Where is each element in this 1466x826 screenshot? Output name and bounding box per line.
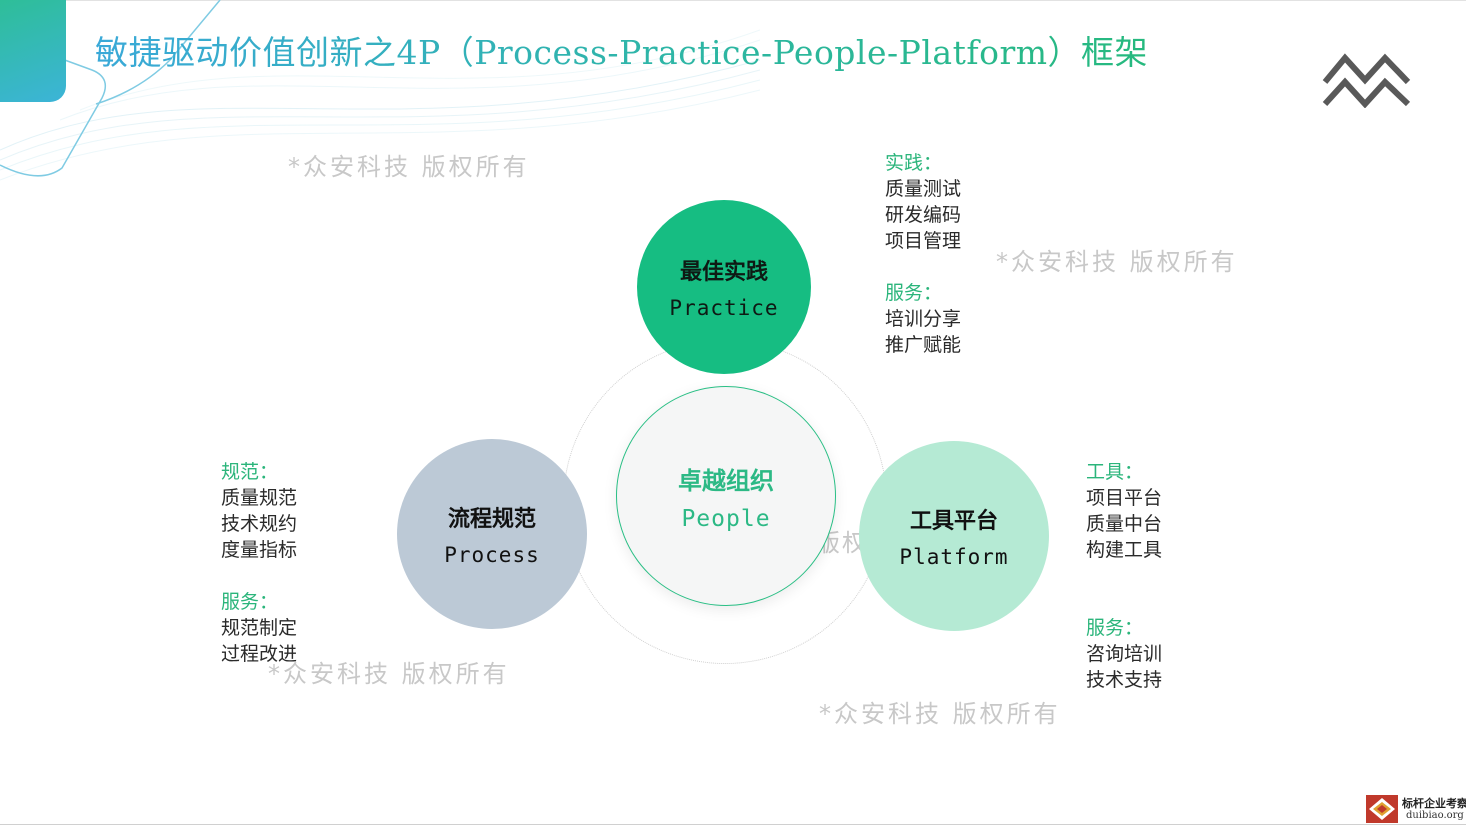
page-title: 敏捷驱动价值创新之4P（Process-Practice-People-Plat… [95, 26, 1148, 74]
platform-notes: 工具： 项目平台 质量中台 构建工具 服务： 咨询培训 技术支持 [1086, 459, 1162, 693]
platform-circle: 工具平台 Platform [859, 441, 1049, 631]
process-service-item: 规范制定 [221, 617, 298, 639]
process-service-item: 过程改进 [221, 643, 298, 665]
mountain-logo-icon [1322, 53, 1411, 108]
people-name-en: People [681, 505, 771, 532]
platform-service-item: 技术支持 [1086, 669, 1163, 691]
practice-service-item: 培训分享 [885, 308, 962, 330]
decorative-wave-lines [0, 0, 760, 181]
footer-logo[interactable]: 标杆企业考察 duibiao.org [1366, 793, 1466, 825]
watermark: *众安科技 版权所有 [288, 153, 530, 181]
practice-circle: 最佳实践 Practice [637, 200, 811, 374]
platform-notes-item: 质量中台 [1086, 513, 1163, 535]
process-notes-item: 技术规约 [221, 513, 298, 535]
watermark: *众安科技 版权所有 [268, 660, 510, 688]
process-name-en: Process [444, 543, 540, 567]
platform-name-en: Platform [899, 545, 1009, 569]
people-name-cn: 卓越组织 [678, 465, 774, 495]
process-notes-heading: 规范： [221, 461, 279, 483]
bottom-border-line [0, 824, 1466, 825]
people-circle: 卓越组织 People [616, 386, 836, 606]
footer-logo-url: duibiao.org [1406, 810, 1464, 821]
top-border-line [0, 0, 1466, 1]
process-circle: 流程规范 Process [397, 439, 587, 629]
platform-notes-item: 项目平台 [1086, 487, 1163, 509]
practice-name-en: Practice [669, 296, 779, 320]
diamond-logo-icon [1366, 795, 1398, 823]
practice-service-item: 推广赋能 [885, 334, 962, 356]
watermark: *众安科技 版权所有 [819, 700, 1061, 728]
platform-service-item: 咨询培训 [1086, 643, 1163, 665]
process-service-heading: 服务： [221, 591, 279, 613]
practice-notes-heading: 实践： [885, 152, 943, 174]
watermark: *众安科技 版权所有 [996, 248, 1238, 276]
practice-notes-item: 质量测试 [885, 178, 962, 200]
platform-name-cn: 工具平台 [909, 508, 998, 534]
process-name-cn: 流程规范 [447, 506, 536, 532]
practice-notes-item: 研发编码 [885, 204, 962, 226]
platform-notes-heading: 工具： [1086, 461, 1144, 483]
practice-name-cn: 最佳实践 [679, 259, 768, 285]
corner-accent-block [0, 0, 66, 102]
process-notes-item: 度量指标 [221, 539, 298, 561]
practice-notes: 实践： 质量测试 研发编码 项目管理 服务： 培训分享 推广赋能 [885, 150, 961, 358]
practice-notes-item: 项目管理 [885, 230, 962, 252]
process-notes-item: 质量规范 [221, 487, 298, 509]
platform-notes-item: 构建工具 [1086, 539, 1163, 561]
process-notes: 规范： 质量规范 技术规约 度量指标 服务： 规范制定 过程改进 [221, 459, 297, 667]
practice-service-heading: 服务： [885, 282, 943, 304]
footer-logo-text: 标杆企业考察 [1402, 797, 1466, 810]
platform-service-heading: 服务： [1086, 617, 1144, 639]
